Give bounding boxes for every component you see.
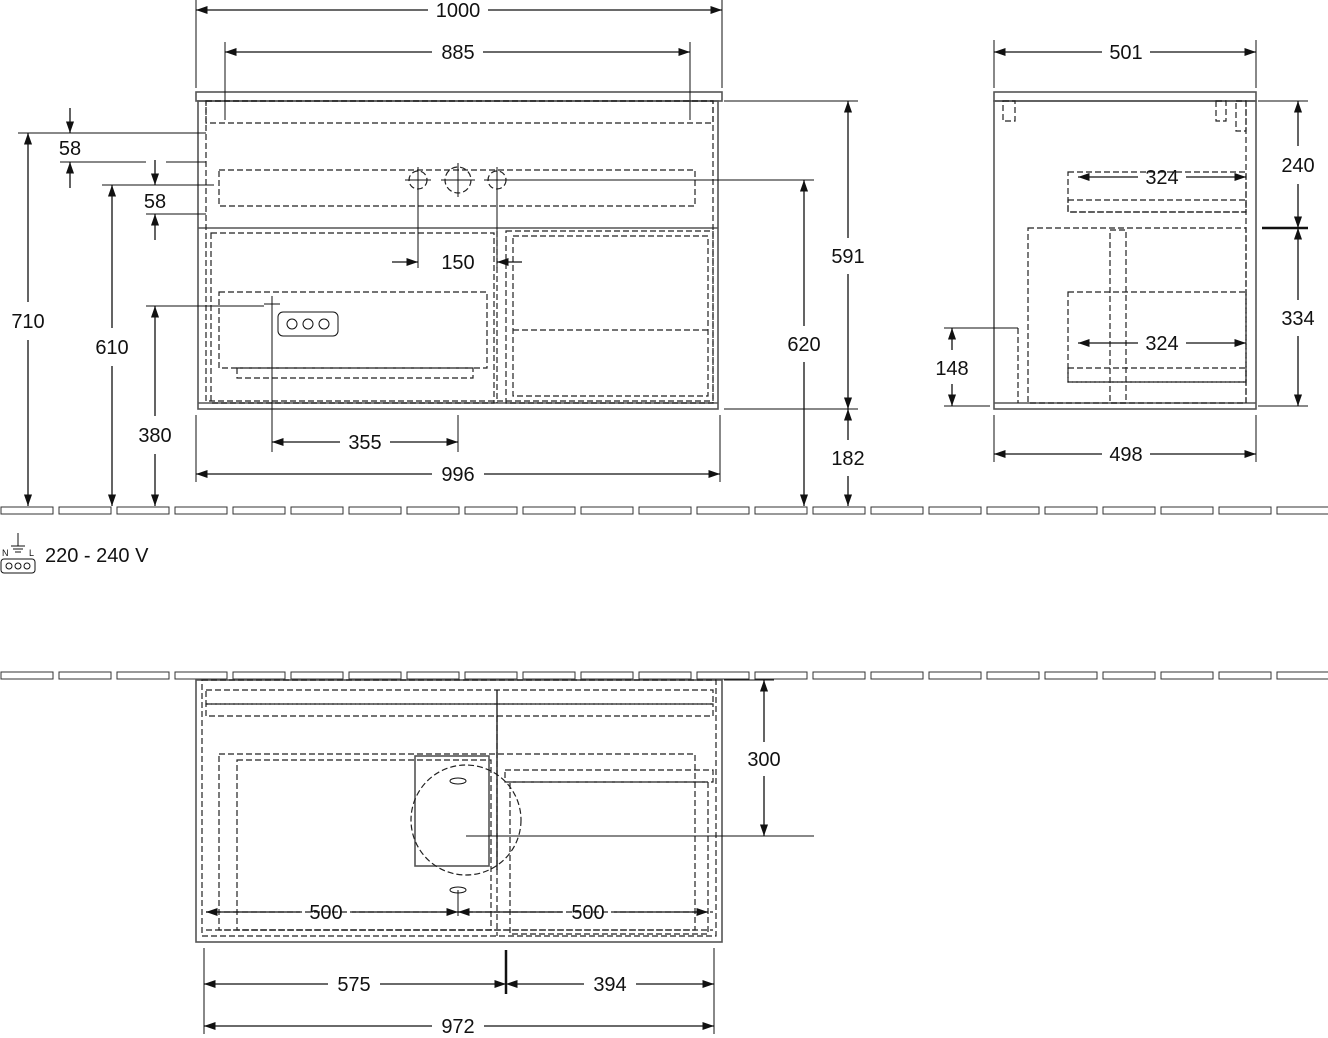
front-top-rail [205, 100, 714, 124]
dim-drawer-left: 500 [309, 902, 342, 924]
front-left-inner-drawer [218, 291, 488, 369]
front-inner-outline [205, 100, 714, 402]
front-left-drawer-base [236, 367, 474, 379]
dim-floor-gap: 182 [831, 448, 864, 470]
tap-hole-center [441, 163, 475, 197]
power-note: N L 220 - 240 V [0, 533, 149, 574]
front-basin-outline [218, 169, 696, 207]
side-countertop [993, 91, 1257, 102]
dim-height-380: 380 [138, 425, 171, 447]
dim-body-width: 996 [441, 464, 474, 486]
dim-height-710: 710 [11, 311, 44, 333]
front-view: 1000 885 58 58 710 610 380 150 355 996 5… [11, 0, 865, 506]
dim-top-offset-a: 58 [59, 138, 81, 160]
front-right-drawer [505, 230, 714, 404]
dim-overall-width: 1000 [436, 0, 481, 22]
dim-body-depth: 498 [1109, 444, 1142, 466]
dim-body-height: 591 [831, 246, 864, 268]
voltage-label: 220 - 240 V [45, 545, 149, 567]
dim-mount-height: 620 [787, 334, 820, 356]
dim-height-334: 334 [1281, 308, 1314, 330]
dim-height-240: 240 [1281, 155, 1314, 177]
top-left-drawer [236, 759, 492, 931]
dim-height-610: 610 [95, 337, 128, 359]
tap-hole-left [405, 167, 431, 193]
dim-tap-spacing: 150 [441, 252, 474, 274]
tap-hole-right [484, 167, 510, 193]
dim-top-depth: 501 [1109, 42, 1142, 64]
side-view: 501 324 324 240 334 148 498 [935, 40, 1315, 466]
svg-text:N: N [2, 548, 9, 558]
dim-inner-width: 885 [441, 42, 474, 64]
front-left-drawer [210, 232, 495, 404]
dim-left-width: 575 [337, 974, 370, 996]
front-right-inner-drawer [512, 235, 709, 397]
top-body [195, 679, 723, 943]
dim-total-width: 972 [441, 1016, 474, 1038]
top-basin-outline [218, 753, 696, 931]
dim-depth-300: 300 [747, 749, 780, 771]
dim-height-148: 148 [935, 358, 968, 380]
dim-drawer-right: 500 [571, 902, 604, 924]
dim-right-width: 394 [593, 974, 626, 996]
front-countertop [195, 91, 723, 102]
top-right-shelf [504, 769, 714, 783]
dim-top-offset-b: 58 [144, 191, 166, 213]
side-body [993, 100, 1257, 410]
top-waste-circle [410, 764, 522, 876]
front-power-socket [264, 296, 339, 337]
power-socket-icon: N L [0, 533, 36, 574]
top-view: 300 500 500 575 394 972 [195, 679, 814, 1038]
dim-drawer-upper: 324 [1145, 167, 1178, 189]
floor-line-lower [0, 671, 1328, 680]
side-lower-body [1027, 227, 1247, 404]
svg-text:L: L [29, 548, 34, 558]
dim-socket-offset: 355 [348, 432, 381, 454]
floor-line-upper [0, 506, 1328, 515]
top-siphon [414, 755, 490, 867]
dim-drawer-lower: 324 [1145, 333, 1178, 355]
